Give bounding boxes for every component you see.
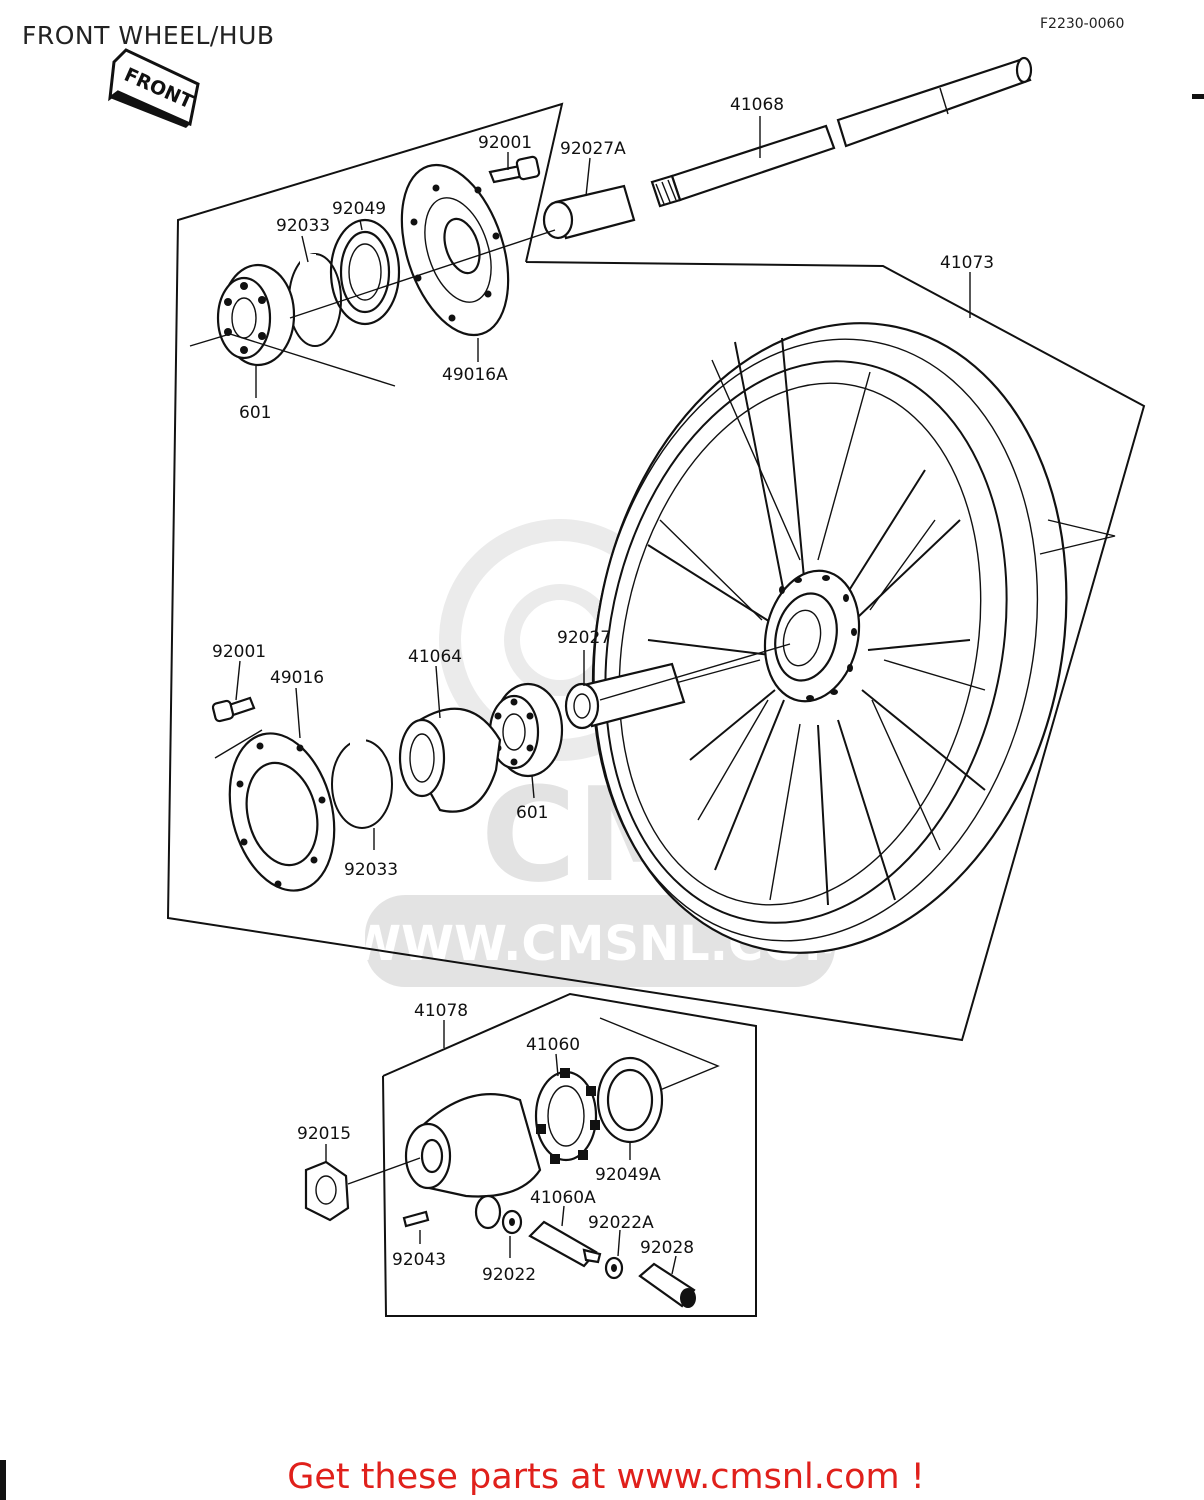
edge-mark-left (0, 1460, 6, 1500)
diagram-title: FRONT WHEEL/HUB (22, 21, 275, 50)
label-92033-top: 92033 (276, 216, 330, 236)
guide-lines-mid (214, 729, 263, 759)
edge-mark-right (1192, 94, 1204, 99)
label-49016: 49016 (270, 668, 324, 688)
leader-lines (235, 116, 971, 1275)
plate-49016a (400, 163, 510, 337)
label-41073: 41073 (940, 253, 994, 273)
spacer-92027 (564, 662, 686, 730)
label-92015: 92015 (297, 1124, 351, 1144)
label-41060: 41060 (526, 1035, 580, 1055)
axle-41068 (650, 56, 1033, 208)
bolt-92001-mid (211, 696, 256, 723)
oil-seal-92049a (596, 1056, 664, 1144)
bushing-92028 (638, 1262, 696, 1308)
washer-92022a (604, 1256, 624, 1280)
label-92049: 92049 (332, 199, 386, 219)
front-arrow-icon: FRONT (108, 48, 200, 128)
label-601-top: 601 (239, 403, 271, 423)
axis-line-top (289, 229, 556, 319)
circlip-92033-mid (331, 738, 393, 829)
washer-92022 (501, 1209, 523, 1235)
label-601-mid: 601 (516, 803, 548, 823)
label-92033-mid: 92033 (344, 860, 398, 880)
label-92022a: 92022A (588, 1213, 654, 1233)
diagram-code: F2230-0060 (1040, 16, 1124, 32)
label-92028: 92028 (640, 1238, 694, 1258)
wheel-41073 (591, 322, 1068, 954)
bolt-92001-top (488, 155, 541, 184)
label-49016a: 49016A (442, 365, 508, 385)
label-41064: 41064 (408, 647, 462, 667)
label-92027: 92027 (557, 628, 611, 648)
pin-92043 (402, 1210, 430, 1228)
guide-lines-top (189, 333, 396, 387)
label-92001-mid: 92001 (212, 642, 266, 662)
bearing-601-mid (488, 682, 564, 778)
label-92027a: 92027A (560, 139, 626, 159)
gear-box-outline (382, 992, 757, 1317)
main-assembly-outline (166, 102, 1146, 1042)
circlip-92033-top (288, 253, 342, 347)
label-92022: 92022 (482, 1265, 536, 1285)
guide-lines-wheel (1039, 519, 1116, 555)
axis-line-mid (599, 643, 791, 701)
gear-housing-41078 (404, 1093, 542, 1230)
nut-92015 (304, 1157, 421, 1222)
part-41064 (398, 707, 502, 813)
label-92049a: 92049A (595, 1165, 661, 1185)
label-41078: 41078 (414, 1001, 468, 1021)
plate-49016 (228, 732, 336, 892)
gear-41060 (534, 1068, 600, 1164)
footer-link[interactable]: Get these parts at www.cmsnl.com ! (287, 1457, 925, 1497)
bearing-601-top (216, 263, 296, 367)
gear-shaft-41060a (528, 1220, 602, 1268)
oil-seal-92049 (329, 218, 401, 326)
guide-lines-gear (599, 1017, 720, 1091)
label-41068: 41068 (730, 95, 784, 115)
label-41060a: 41060A (530, 1188, 596, 1208)
label-92001-top: 92001 (478, 133, 532, 153)
label-92043: 92043 (392, 1250, 446, 1270)
part-labels: 41068 92001 92027A 92049 92033 41073 490… (212, 95, 994, 1285)
spacer-92027a (542, 184, 636, 240)
